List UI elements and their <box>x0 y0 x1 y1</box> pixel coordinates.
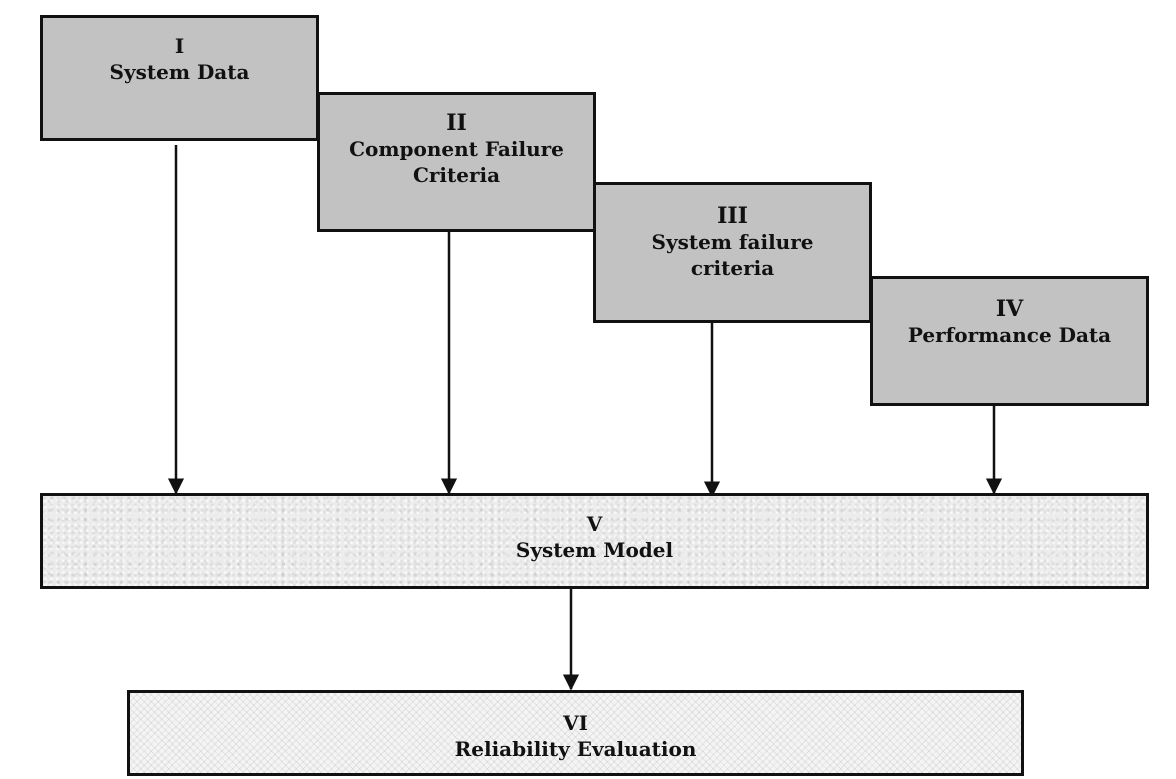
system-data-number: I <box>174 34 185 58</box>
system-model-box: V System Model <box>40 493 1149 589</box>
component-failure-number: II <box>446 110 467 136</box>
system-failure-title-line2: criteria <box>690 255 775 280</box>
reliability-evaluation-title: Reliability Evaluation <box>454 736 697 761</box>
component-failure-title-line2: Criteria <box>412 162 501 187</box>
system-data-title: System Data <box>109 59 250 84</box>
system-failure-number: III <box>717 203 748 229</box>
component-failure-title-line1: Component Failure <box>349 137 564 162</box>
performance-data-number: IV <box>995 296 1024 322</box>
system-model-title: System Model <box>515 537 674 562</box>
system-data-box: I System Data <box>40 15 319 141</box>
reliability-evaluation-box: VI Reliability Evaluation <box>127 690 1024 776</box>
system-model-number: V <box>586 512 603 536</box>
performance-data-box: IV Performance Data <box>870 276 1149 406</box>
performance-data-title: Performance Data <box>907 323 1112 348</box>
reliability-evaluation-number: VI <box>563 711 588 735</box>
system-failure-criteria-box: III System failure criteria <box>593 182 872 323</box>
system-failure-title-line1: System failure <box>651 230 814 255</box>
component-failure-criteria-box: II Component Failure Criteria <box>317 92 596 232</box>
